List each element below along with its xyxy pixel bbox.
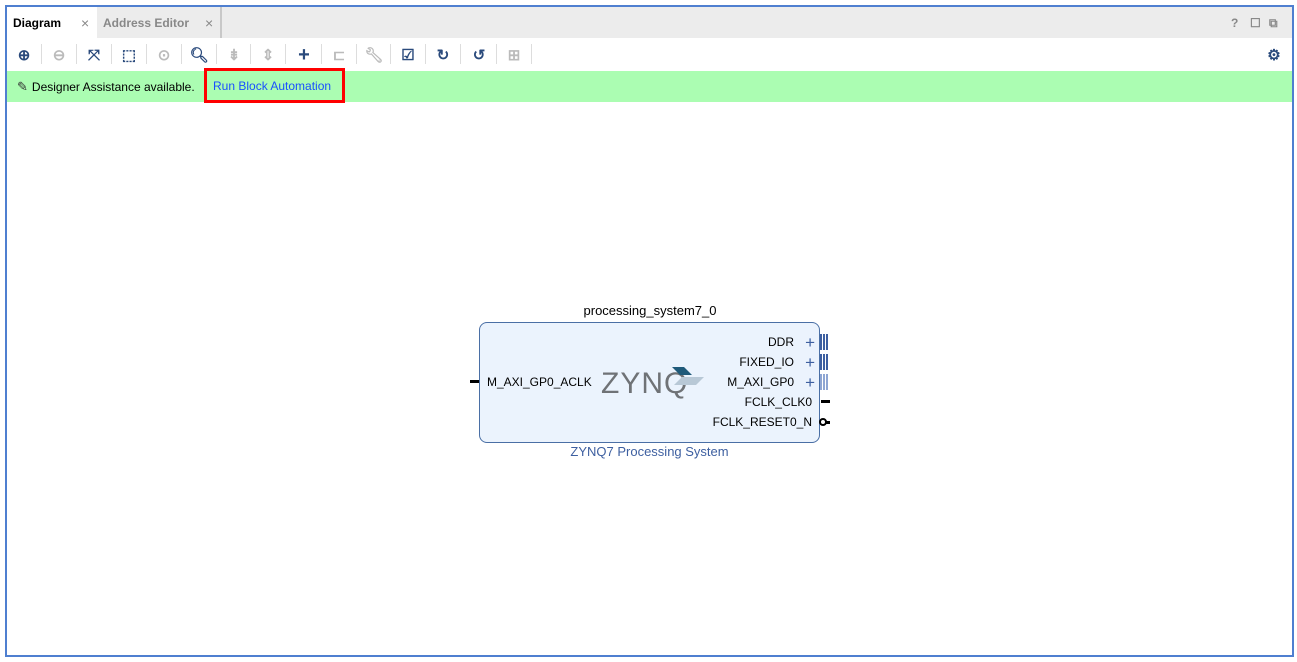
expand-icon[interactable]: +	[805, 373, 815, 392]
tab-label: Address Editor	[103, 15, 190, 30]
separator	[250, 44, 251, 64]
block-instance-name: processing_system7_0	[583, 303, 717, 318]
expand-icon[interactable]: ⇕	[261, 47, 275, 64]
separator	[531, 44, 532, 64]
toolbar: ⊕ ⊖ ⤧ ⬚ ⊙ 🔍︎ ⇟ ⇕ + ⊏ 🔧︎ ☑ ↻ ↺ ⊞ ⚙	[7, 38, 1292, 71]
fixed-io-bus-pin[interactable]	[820, 354, 829, 370]
validate-icon[interactable]: ☑	[401, 47, 415, 64]
separator	[41, 44, 42, 64]
pin-icon: ✎	[17, 78, 28, 94]
maximize-icon[interactable]: ☐	[1250, 16, 1261, 30]
expand-icon[interactable]: +	[805, 333, 815, 352]
close-icon[interactable]: ×	[81, 14, 90, 31]
zoom-out-icon[interactable]: ⊖	[52, 47, 66, 64]
separator	[216, 44, 217, 64]
fclk-clk0-pin[interactable]	[821, 400, 830, 403]
collapse-icon[interactable]: ⇟	[227, 47, 241, 64]
ports-icon[interactable]: ⊞	[507, 47, 521, 64]
separator	[460, 44, 461, 64]
zynq-logo-mark	[672, 367, 704, 385]
refresh-icon[interactable]: ↻	[436, 47, 450, 64]
separator	[390, 44, 391, 64]
separator	[76, 44, 77, 64]
separator	[356, 44, 357, 64]
gear-icon[interactable]: ⚙	[1267, 47, 1281, 64]
tab-bar: Diagram × Address Editor × ? ☐ ⧉	[7, 7, 1292, 38]
separator	[146, 44, 147, 64]
port-ddr[interactable]: DDR	[768, 335, 794, 349]
center-icon[interactable]: ⊙	[157, 47, 171, 64]
port-m-axi-gp0[interactable]: M_AXI_GP0	[727, 375, 794, 389]
reset-pin-stub	[826, 421, 830, 424]
help-icon[interactable]: ?	[1231, 16, 1239, 30]
separator	[111, 44, 112, 64]
m-axi-gp0-bus-pin[interactable]	[820, 374, 829, 390]
ddr-bus-pin[interactable]	[820, 334, 829, 350]
diagram-window: Diagram × Address Editor × ? ☐ ⧉ ⊕ ⊖ ⤧ ⬚ ⊙…	[5, 5, 1294, 657]
separator	[181, 44, 182, 64]
tab-label: Diagram	[13, 15, 62, 30]
separator	[321, 44, 322, 64]
zoom-selection-icon[interactable]: ⬚	[121, 47, 137, 64]
zoom-fit-icon[interactable]: ⤧	[87, 46, 100, 64]
designer-assistance-bar: ✎ Designer Assistance available. Run Blo…	[7, 68, 1292, 103]
port-fclk-clk0[interactable]: FCLK_CLK0	[744, 395, 812, 409]
close-icon[interactable]: ×	[205, 14, 214, 31]
assistance-text: Designer Assistance available.	[31, 79, 195, 94]
separator	[496, 44, 497, 64]
zynq-logo: ZYNQ	[601, 367, 689, 400]
run-block-automation-link[interactable]: Run Block Automation	[204, 68, 345, 103]
input-pin[interactable]	[470, 380, 479, 383]
separator	[285, 44, 286, 64]
separator	[425, 44, 426, 64]
float-icon[interactable]: ⧉	[1269, 16, 1278, 30]
tab-diagram[interactable]: Diagram ×	[7, 7, 97, 38]
tab-address-editor[interactable]: Address Editor ×	[97, 7, 222, 38]
port-fclk-reset0-n[interactable]: FCLK_RESET0_N	[712, 415, 812, 429]
make-external-icon[interactable]: ⊏	[332, 47, 346, 64]
zynq-processing-system-block[interactable]: M_AXI_GP0_ACLK ZYNQ DDR + FIXED_IO + M_A…	[479, 322, 820, 443]
add-ip-icon[interactable]: +	[298, 43, 310, 66]
zoom-in-icon[interactable]: ⊕	[17, 47, 31, 64]
port-m-axi-gp0-aclk[interactable]: M_AXI_GP0_ACLK	[487, 375, 592, 389]
wrench-icon[interactable]: 🔧︎	[364, 47, 384, 64]
port-fixed-io[interactable]: FIXED_IO	[739, 355, 794, 369]
route-icon[interactable]: ↺	[472, 47, 486, 64]
expand-icon[interactable]: +	[805, 353, 815, 372]
search-icon[interactable]: 🔍︎	[189, 47, 209, 64]
block-subtitle: ZYNQ7 Processing System	[570, 444, 729, 459]
